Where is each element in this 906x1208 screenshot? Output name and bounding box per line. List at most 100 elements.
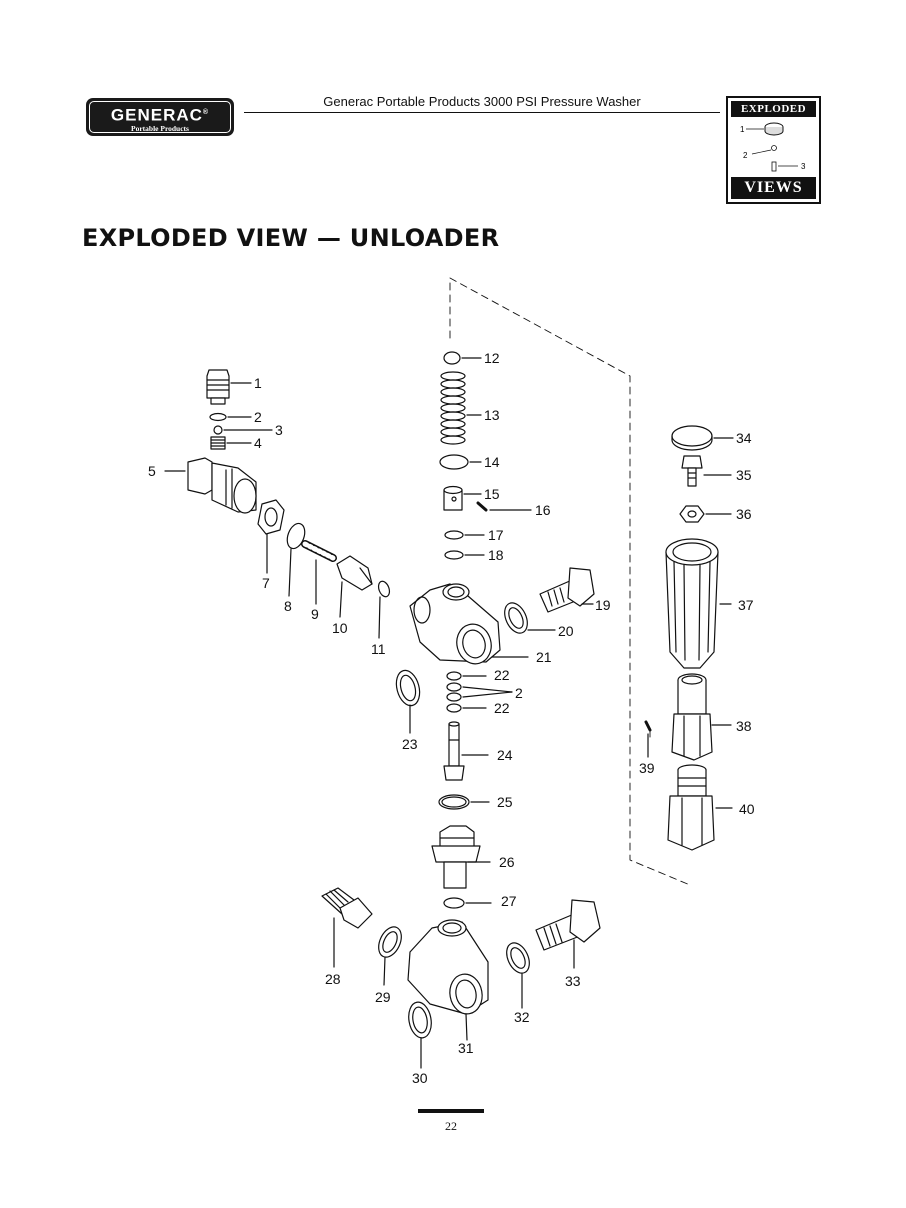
callout-39: 39 (639, 760, 655, 776)
callout-37: 37 (738, 597, 754, 613)
callout-16: 16 (535, 502, 551, 518)
callout-2-rings: 2 (515, 685, 523, 701)
callout-5: 5 (148, 463, 156, 479)
callout-23: 23 (402, 736, 418, 752)
callout-15: 15 (484, 486, 500, 502)
part-2-rings (446, 682, 513, 702)
part-36-nut (679, 505, 732, 523)
callout-3: 3 (275, 422, 283, 438)
exploded-views-badge: EXPLODED 1 2 3 VIEWS (726, 96, 821, 204)
callout-10: 10 (332, 620, 348, 636)
callout-21: 21 (536, 649, 552, 665)
part-20-seal (504, 602, 556, 634)
part-3-ball (213, 425, 273, 435)
part-35-bolt (681, 455, 732, 487)
part-17-o-ring (444, 530, 485, 540)
badge-top-text: EXPLODED (731, 101, 816, 117)
callout-24: 24 (497, 747, 513, 763)
callout-35: 35 (736, 467, 752, 483)
footer-bar (418, 1109, 484, 1113)
part-23-seal (395, 669, 421, 734)
callout-33: 33 (565, 973, 581, 989)
callout-14: 14 (484, 454, 500, 470)
callout-28: 28 (325, 971, 341, 987)
callout-7: 7 (262, 575, 270, 591)
callout-30: 30 (412, 1070, 428, 1086)
callout-4: 4 (254, 435, 262, 451)
part-32-seal (506, 942, 530, 1009)
part-13-main-spring (440, 371, 482, 445)
badge-mini-diagram: 1 2 3 (740, 122, 806, 172)
svg-text:1: 1 (740, 125, 745, 134)
part-38-adjuster (671, 673, 732, 761)
page-title: EXPLODED VIEW — UNLOADER (82, 224, 500, 252)
part-26-seat-fitting (431, 825, 491, 889)
part-10-piston (336, 555, 373, 618)
callout-36: 36 (736, 506, 752, 522)
callout-12: 12 (484, 350, 500, 366)
callout-20: 20 (558, 623, 574, 639)
part-39-pin (644, 720, 652, 758)
part-40-housing (667, 764, 733, 851)
callout-13: 13 (484, 407, 500, 423)
part-4-spring (210, 436, 252, 450)
part-34-knob-cap (671, 425, 734, 451)
part-19-banjo-bolt (539, 567, 595, 613)
callout-34: 34 (736, 430, 752, 446)
generac-logo-frame: GENERAC® Portable Products (89, 101, 231, 133)
part-37-knob (665, 538, 732, 669)
part-25-o-ring (438, 794, 490, 810)
part-1-fitting (206, 369, 252, 405)
part-8-seal (286, 522, 306, 597)
part-14-washer (439, 454, 482, 470)
callout-32: 32 (514, 1009, 530, 1025)
callout-29: 29 (375, 989, 391, 1005)
svg-text:2: 2 (743, 151, 748, 160)
badge-bottom-text: VIEWS (731, 177, 816, 199)
part-2-o-ring (209, 412, 252, 422)
part-22-o-ring-upper (446, 671, 487, 681)
callout-38: 38 (736, 718, 752, 734)
part-30-seal (408, 1001, 432, 1069)
part-9-spring (301, 540, 337, 605)
part-22-o-ring-lower (446, 703, 487, 713)
callout-9: 9 (311, 606, 319, 622)
page-number: 22 (445, 1119, 457, 1133)
part-21-manifold (409, 583, 529, 665)
callout-26: 26 (499, 854, 515, 870)
part-33-banjo-bolt (535, 899, 601, 969)
part-18-o-ring (444, 550, 485, 560)
part-16-pin (476, 501, 532, 512)
part-11-o-ring (377, 580, 391, 639)
logo-tagline: Portable Products (131, 123, 189, 133)
callout-31: 31 (458, 1040, 474, 1056)
part-29-seal (378, 926, 402, 986)
callout-17: 17 (488, 527, 504, 543)
part-27-o-ring (443, 897, 492, 909)
part-12-cap (443, 351, 482, 365)
callout-40: 40 (739, 801, 755, 817)
logo-brand: GENERAC® (110, 105, 210, 125)
callout-25: 25 (497, 794, 513, 810)
callout-22-lower: 22 (494, 700, 510, 716)
document-header-title: Generac Portable Products 3000 PSI Press… (323, 94, 641, 109)
callout-8: 8 (284, 598, 292, 614)
part-24-valve-stem (443, 721, 489, 781)
part-15-sleeve (443, 485, 482, 511)
callout-2: 2 (254, 409, 262, 425)
callout-19: 19 (595, 597, 611, 613)
assembly-dashed-lines (449, 277, 691, 886)
part-7-nut (257, 499, 285, 574)
header-rule (244, 112, 720, 113)
callout-22-upper: 22 (494, 667, 510, 683)
part-31-tee-body (407, 919, 489, 1041)
generac-logo: GENERAC® Portable Products (86, 98, 234, 136)
callout-1: 1 (254, 375, 262, 391)
part-28-fitting (321, 887, 373, 968)
callout-labels: 1 2 3 4 5 7 8 9 10 11 12 13 14 15 16 17 … (148, 350, 755, 1086)
svg-text:3: 3 (801, 162, 806, 171)
callout-11: 11 (371, 641, 386, 657)
part-5-valve-body (164, 457, 257, 514)
callout-18: 18 (488, 547, 504, 563)
